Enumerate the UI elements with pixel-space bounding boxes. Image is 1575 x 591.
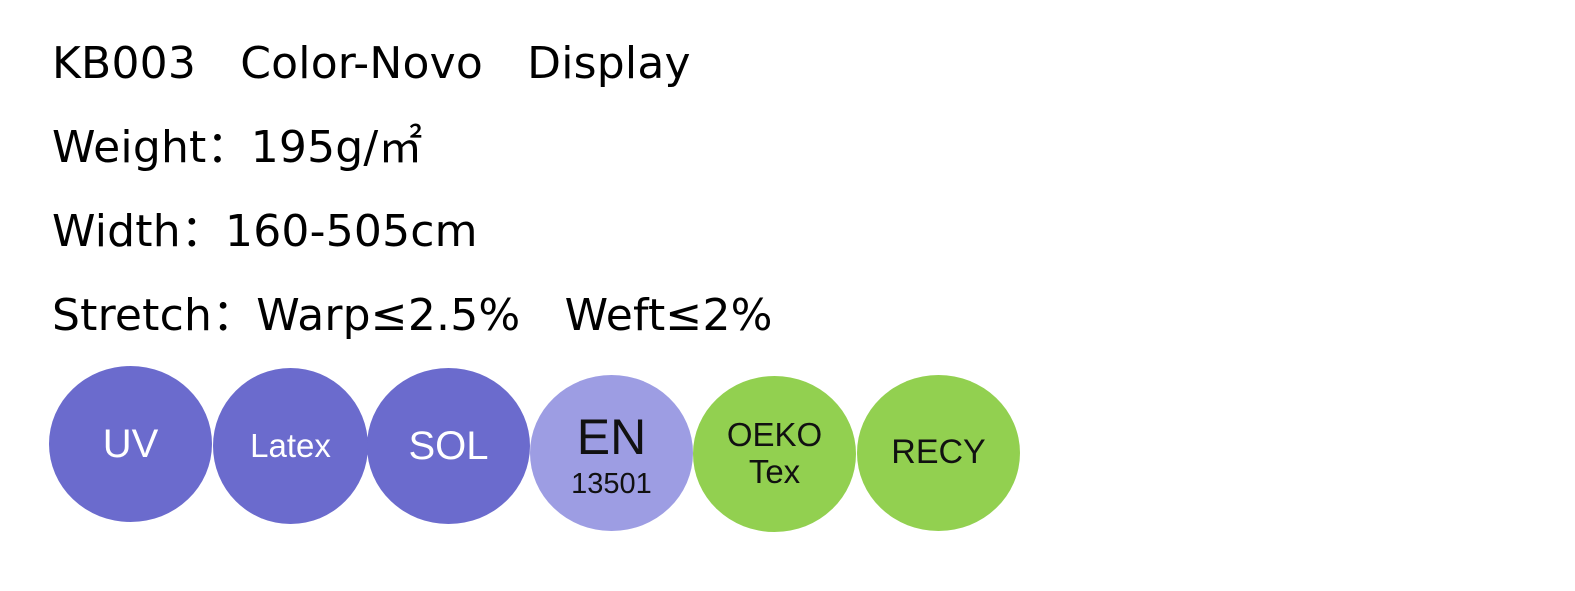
spec-block: KB003 Color-Novo Display Weight：195g/㎡ W… xyxy=(52,22,1152,358)
latex-badge: Latex xyxy=(213,368,368,524)
badge-label: OEKO xyxy=(726,416,823,454)
uv-badge: UV xyxy=(49,366,212,522)
oeko-tex-badge: OEKO Tex xyxy=(693,376,856,532)
sol-badge: SOL xyxy=(367,368,530,524)
badge-sublabel: 13501 xyxy=(571,468,652,501)
badge-sublabel: Tex xyxy=(748,453,801,490)
recy-badge: RECY xyxy=(857,375,1020,531)
badge-label: SOL xyxy=(408,424,489,468)
badge-label: Latex xyxy=(250,426,331,464)
badge-label: RECY xyxy=(891,433,986,472)
stretch-spec: Stretch：Warp≤2.5% Weft≤2% xyxy=(52,290,773,341)
en-13501-badge: EN 13501 xyxy=(530,375,693,531)
width-spec: Width：160-505cm xyxy=(52,206,478,257)
badge-label: EN xyxy=(576,408,647,465)
badge-label: UV xyxy=(102,422,159,466)
weight-spec: Weight：195g/㎡ xyxy=(52,122,423,173)
product-title: KB003 Color-Novo Display xyxy=(52,38,691,89)
